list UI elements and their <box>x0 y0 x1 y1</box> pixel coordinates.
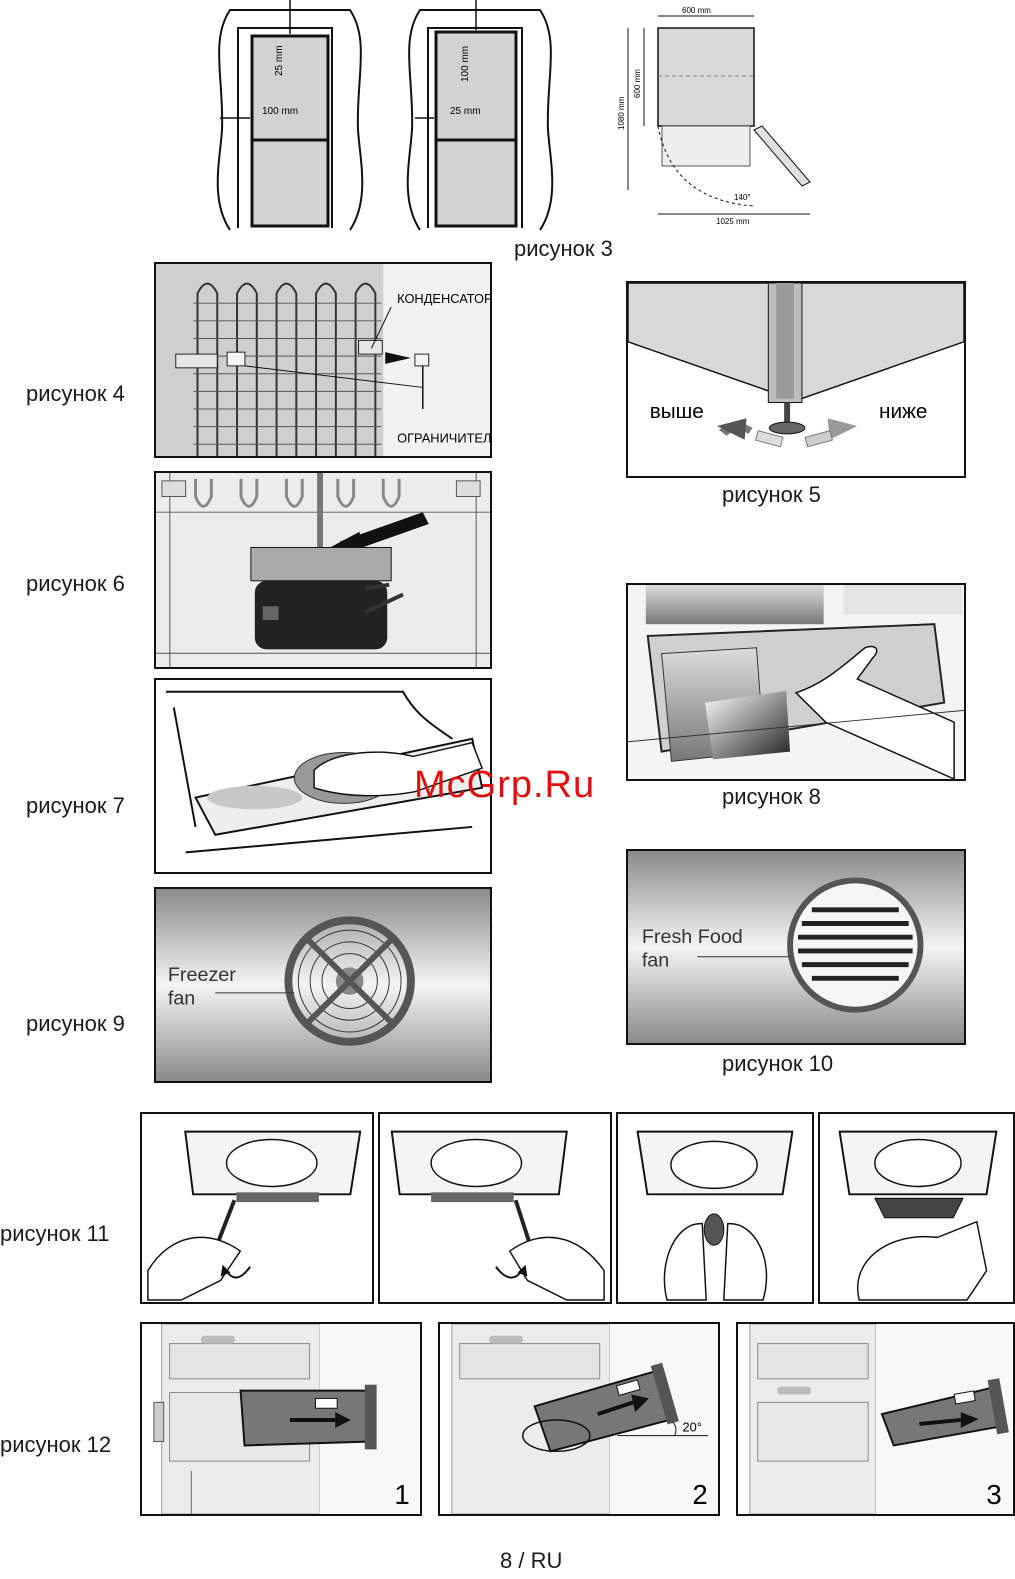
figure-9-freezer-fan: Freezer fan <box>154 887 492 1083</box>
label-freezer: Freezer <box>168 964 236 986</box>
figure-11-step-2 <box>378 1112 612 1304</box>
fridge-clearance-drawing: 25 mm 100 mm 100 mm 25 mm <box>200 0 620 240</box>
caption-fig5: рисунок 5 <box>722 482 821 508</box>
figure-12-step-3: 3 <box>736 1322 1015 1516</box>
figure-10-fresh-food-fan: Fresh Food fan <box>626 849 966 1045</box>
dim-1025mm: 1025 mm <box>716 217 750 226</box>
figure-5-leveling-foot: выше ниже <box>626 281 966 478</box>
tilt-angle-20: 20° <box>683 1420 702 1435</box>
dim-100mm-side: 100 mm <box>262 106 298 117</box>
dim-25mm-top: 25 mm <box>274 45 285 76</box>
caption-fig11: рисунок 11 <box>0 1221 109 1247</box>
figure-6-compressor <box>154 471 492 669</box>
caption-fig7: рисунок 7 <box>26 793 125 819</box>
dim-100mm-top: 100 mm <box>460 46 471 82</box>
caption-fig12: рисунок 12 <box>0 1432 111 1458</box>
label-fresh-food-fan: fan <box>642 950 669 972</box>
dim-25mm-side: 25 mm <box>450 106 481 117</box>
step-number-1: 1 <box>394 1479 409 1510</box>
watermark: McGrp.Ru <box>414 764 595 807</box>
label-condenser: КОНДЕНСАТОР <box>397 291 490 306</box>
figure-8-drawer <box>626 583 966 781</box>
dim-600mm-depth: 600 mm <box>633 69 642 98</box>
figure-4-condenser: КОНДЕНСАТОР ОГРАНИЧИТЕЛЬ <box>154 262 492 458</box>
caption-fig10: рисунок 10 <box>722 1051 833 1077</box>
caption-fig9: рисунок 9 <box>26 1011 125 1037</box>
label-freezer-fan: fan <box>168 988 195 1010</box>
caption-fig4: рисунок 4 <box>26 381 125 407</box>
caption-fig3: рисунок 3 <box>514 236 613 262</box>
figure-3-plan: 600 mm 600 mm 1080 mm 140° 1025 mm <box>612 0 822 230</box>
label-higher: выше <box>650 400 704 423</box>
dim-600mm-width: 600 mm <box>682 6 711 15</box>
fridge-dimension-drawing: 600 mm 600 mm 1080 mm 140° 1025 mm <box>612 0 822 230</box>
figure-11-step-4 <box>818 1112 1015 1304</box>
step-number-2: 2 <box>692 1479 707 1510</box>
figure-12-step-2: 20° 2 <box>438 1322 720 1516</box>
figure-12-step-1: 1 <box>140 1322 422 1516</box>
label-lower: ниже <box>879 400 927 423</box>
step-number-3: 3 <box>986 1479 1001 1510</box>
label-fresh-food: Fresh Food <box>642 926 743 948</box>
figure-11-step-1 <box>140 1112 374 1304</box>
caption-fig6: рисунок 6 <box>26 571 125 597</box>
caption-fig8: рисунок 8 <box>722 784 821 810</box>
figure-3: 25 mm 100 mm 100 mm 25 mm <box>200 0 620 240</box>
door-angle-140: 140° <box>734 193 751 202</box>
label-limiter: ОГРАНИЧИТЕЛЬ <box>397 430 490 445</box>
figure-11-step-3 <box>616 1112 814 1304</box>
page-number: 8 / RU <box>500 1548 562 1574</box>
dim-1080mm: 1080 mm <box>617 96 626 130</box>
